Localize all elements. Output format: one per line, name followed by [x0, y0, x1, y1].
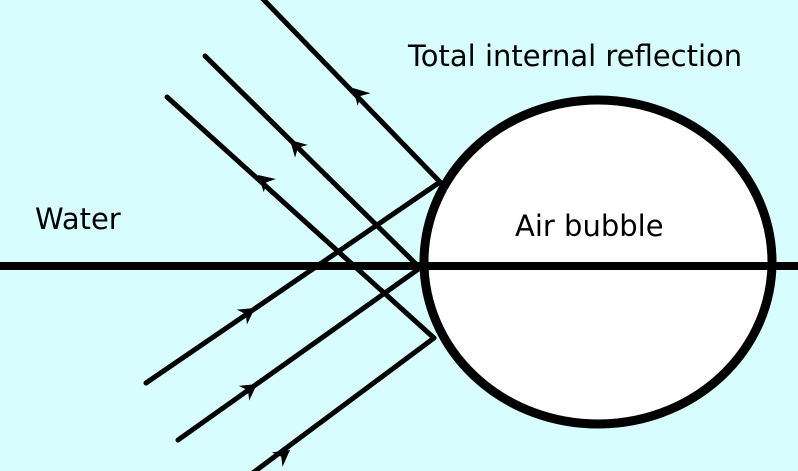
- reflected-ray-2: [202, 53, 423, 271]
- incident-arrow-icons: [236, 300, 296, 467]
- diagram-title: Total internal reflection: [408, 39, 743, 73]
- incident-ray-2: [175, 265, 423, 443]
- arrow-icon: [346, 81, 371, 106]
- water-label: Water: [35, 202, 121, 236]
- reflected-rays: [164, 0, 443, 341]
- air-bubble-label: Air bubble: [515, 209, 664, 243]
- reflected-arrow-icons: [251, 81, 371, 193]
- incident-rays: [143, 179, 443, 471]
- reflected-ray-1: [260, 0, 443, 185]
- incident-ray-3: [251, 335, 437, 471]
- incident-ray-1: [143, 179, 443, 386]
- reflected-ray-3: [164, 94, 437, 341]
